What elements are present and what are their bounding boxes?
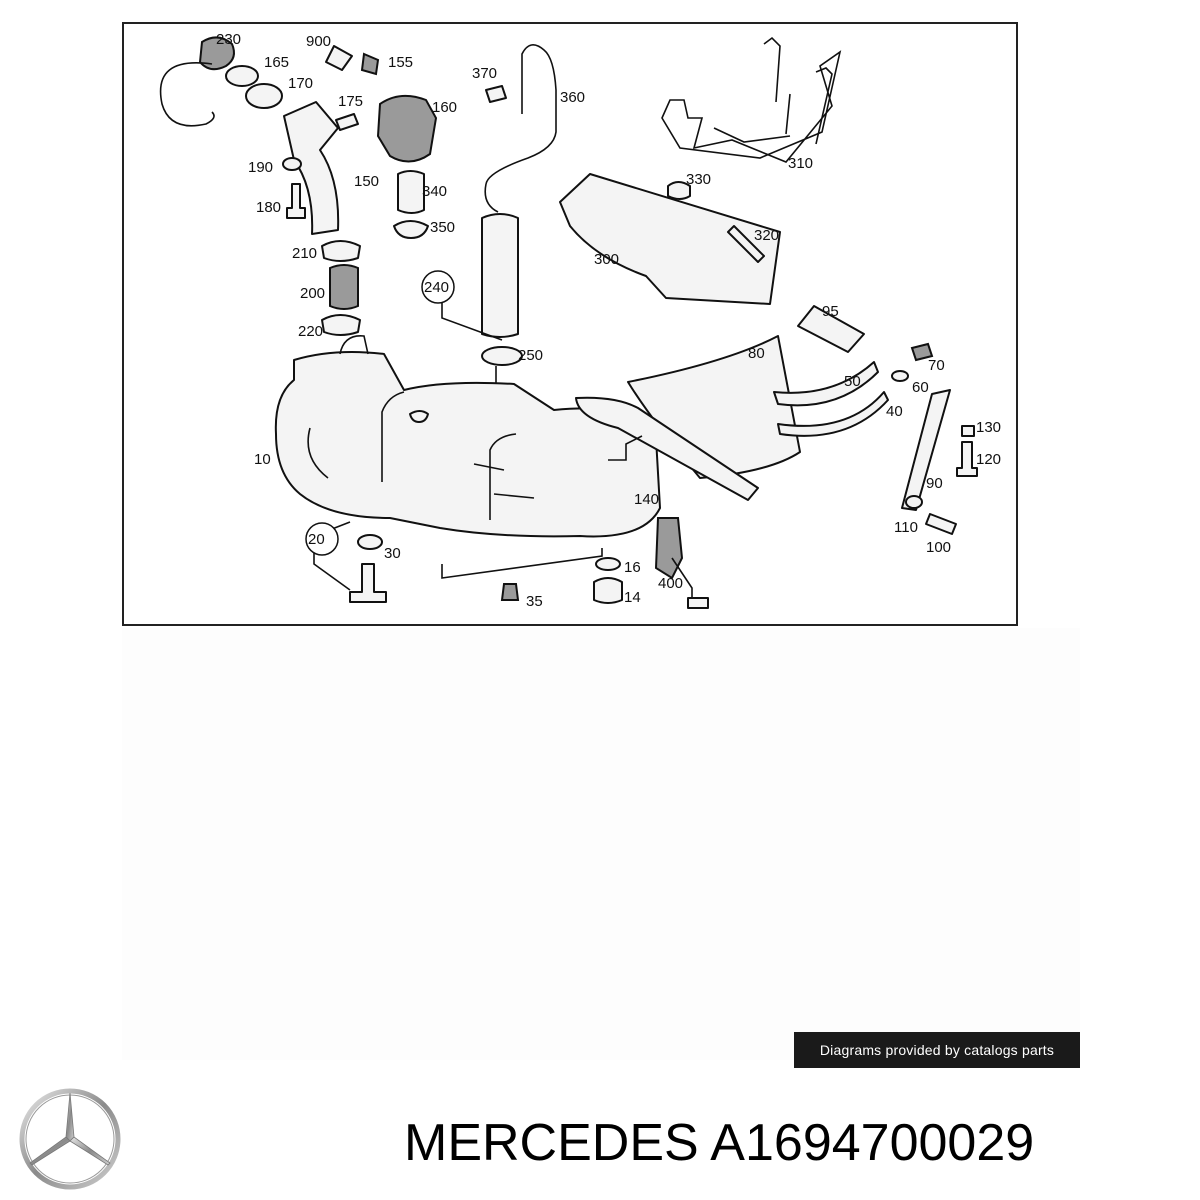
- callout-labels: 230 900 165 155 170 370 360 175 160 190 150 340 180 3…: [216, 31, 1001, 610]
- bolt-part: [286, 183, 306, 219]
- callout-label: 370: [472, 65, 497, 82]
- screw-part: [335, 113, 359, 131]
- part-number: A1694700029: [710, 1114, 1035, 1172]
- callout-label: 35: [526, 593, 543, 610]
- callout-label: 10: [254, 451, 271, 468]
- lower-bolt-part: [925, 513, 957, 535]
- filler-hose-part: [329, 264, 359, 310]
- callout-label: 20: [308, 531, 325, 548]
- mount-bolt-part: [956, 441, 978, 477]
- label-plate-part: [797, 305, 865, 353]
- lower-washer-part: [905, 495, 923, 509]
- callout-label: 160: [432, 99, 457, 116]
- seal-ring-part: [225, 65, 259, 87]
- callout-label: 70: [928, 357, 945, 374]
- callout-label: 150: [354, 173, 379, 190]
- callout-label: 95: [822, 303, 839, 320]
- callout-label: 250: [518, 347, 543, 364]
- callout-label: 240: [424, 279, 449, 296]
- brand-name: MERCEDES: [404, 1114, 699, 1172]
- filler-housing-part: [376, 94, 438, 163]
- callout-label: 230: [216, 31, 241, 48]
- callout-label: 320: [754, 227, 779, 244]
- frame-upright-part: [763, 36, 833, 145]
- plate-nut-part: [667, 181, 691, 200]
- diagram-padding-area: [122, 628, 1080, 1060]
- callout-label: 900: [306, 33, 331, 50]
- lower-hose-clamp-part: [321, 314, 361, 336]
- filter-part: [397, 170, 425, 214]
- sender-seal-part: [481, 346, 523, 366]
- tension-strap-part: [901, 389, 951, 511]
- filler-neck-part: [283, 101, 340, 235]
- callout-label: 190: [248, 159, 273, 176]
- callout-label: 210: [292, 245, 317, 262]
- tank-neck-part: [339, 335, 369, 355]
- tank-cap-part: [593, 577, 623, 604]
- mount-washer-part: [961, 425, 975, 437]
- side-rail-part: [575, 396, 759, 501]
- credit-badge: Diagrams provided by catalogs parts: [794, 1032, 1080, 1068]
- clamp-part: [393, 220, 429, 239]
- skid-plate-part: [559, 173, 781, 305]
- callout-label: 330: [686, 171, 711, 188]
- strap-lower-part: [777, 391, 889, 437]
- callout-label: 155: [388, 54, 413, 71]
- callout-label: 360: [560, 89, 585, 106]
- callout-label: 200: [300, 285, 325, 302]
- frame-bracket-part: [661, 50, 842, 163]
- callout-label: 170: [288, 75, 313, 92]
- retainer-part: [360, 52, 380, 76]
- strap-washer-part: [891, 370, 909, 382]
- o-ring-part: [595, 557, 621, 571]
- clip-part: [325, 45, 353, 71]
- drain-plug-part: [349, 563, 387, 603]
- plate-bolt-part: [727, 225, 765, 263]
- mercedes-star-icon: [19, 1088, 121, 1190]
- vent-line-part: [484, 44, 557, 213]
- callout-label: 50: [844, 373, 861, 390]
- callout-label: 90: [926, 475, 943, 492]
- fuel-tank-part: [274, 351, 661, 538]
- tank-opening-part: [409, 410, 429, 423]
- sensor-part: [500, 583, 520, 601]
- brand-title: MERCEDES A1694700029: [404, 1108, 1194, 1178]
- level-sensor-part: [654, 517, 684, 580]
- callout-label: 180: [256, 199, 281, 216]
- sensor-connector-part: [687, 597, 709, 609]
- callout-label: 220: [298, 323, 323, 340]
- callout-label: 130: [976, 419, 1001, 436]
- fuel-sender-part: [481, 213, 519, 338]
- callout-label: 165: [264, 54, 289, 71]
- callout-label: 60: [912, 379, 929, 396]
- callout-label: 100: [926, 539, 951, 556]
- washer-part: [282, 157, 302, 171]
- callout-label: 140: [634, 491, 659, 508]
- gasket-ring-part: [245, 83, 283, 109]
- callout-label: 120: [976, 451, 1001, 468]
- fuel-cap-part: [159, 36, 235, 127]
- callout-label: 40: [886, 403, 903, 420]
- hose-clip-part: [485, 85, 507, 103]
- parts-diagram-frame: 230 900 165 155 170 370 360 175 160 190 150 340 180 3…: [122, 22, 1018, 626]
- callout-label: 300: [594, 251, 619, 268]
- callout-label: 16: [624, 559, 641, 576]
- callout-circle: [421, 270, 455, 304]
- strap-nut-part: [910, 342, 934, 362]
- drain-seal-part: [357, 534, 383, 550]
- callout-label: 110: [894, 519, 918, 536]
- callout-label: 310: [788, 155, 813, 172]
- callout-label: 14: [624, 589, 641, 606]
- callout-label: 175: [338, 93, 363, 110]
- fuel-tank-exploded-diagram: 230 900 165 155 170 370 360 175 160 190 150 340 180 3…: [159, 31, 1001, 610]
- callout-label: 340: [422, 183, 447, 200]
- callout-label: 30: [384, 545, 401, 562]
- callout-label: 80: [748, 345, 765, 362]
- callout-label: 400: [658, 575, 683, 592]
- rail-clip-part: [608, 435, 643, 461]
- callout-label: 350: [430, 219, 455, 236]
- callout-circle: [305, 522, 339, 556]
- strap-upper-part: [773, 361, 879, 407]
- upper-hose-clamp-part: [321, 240, 361, 262]
